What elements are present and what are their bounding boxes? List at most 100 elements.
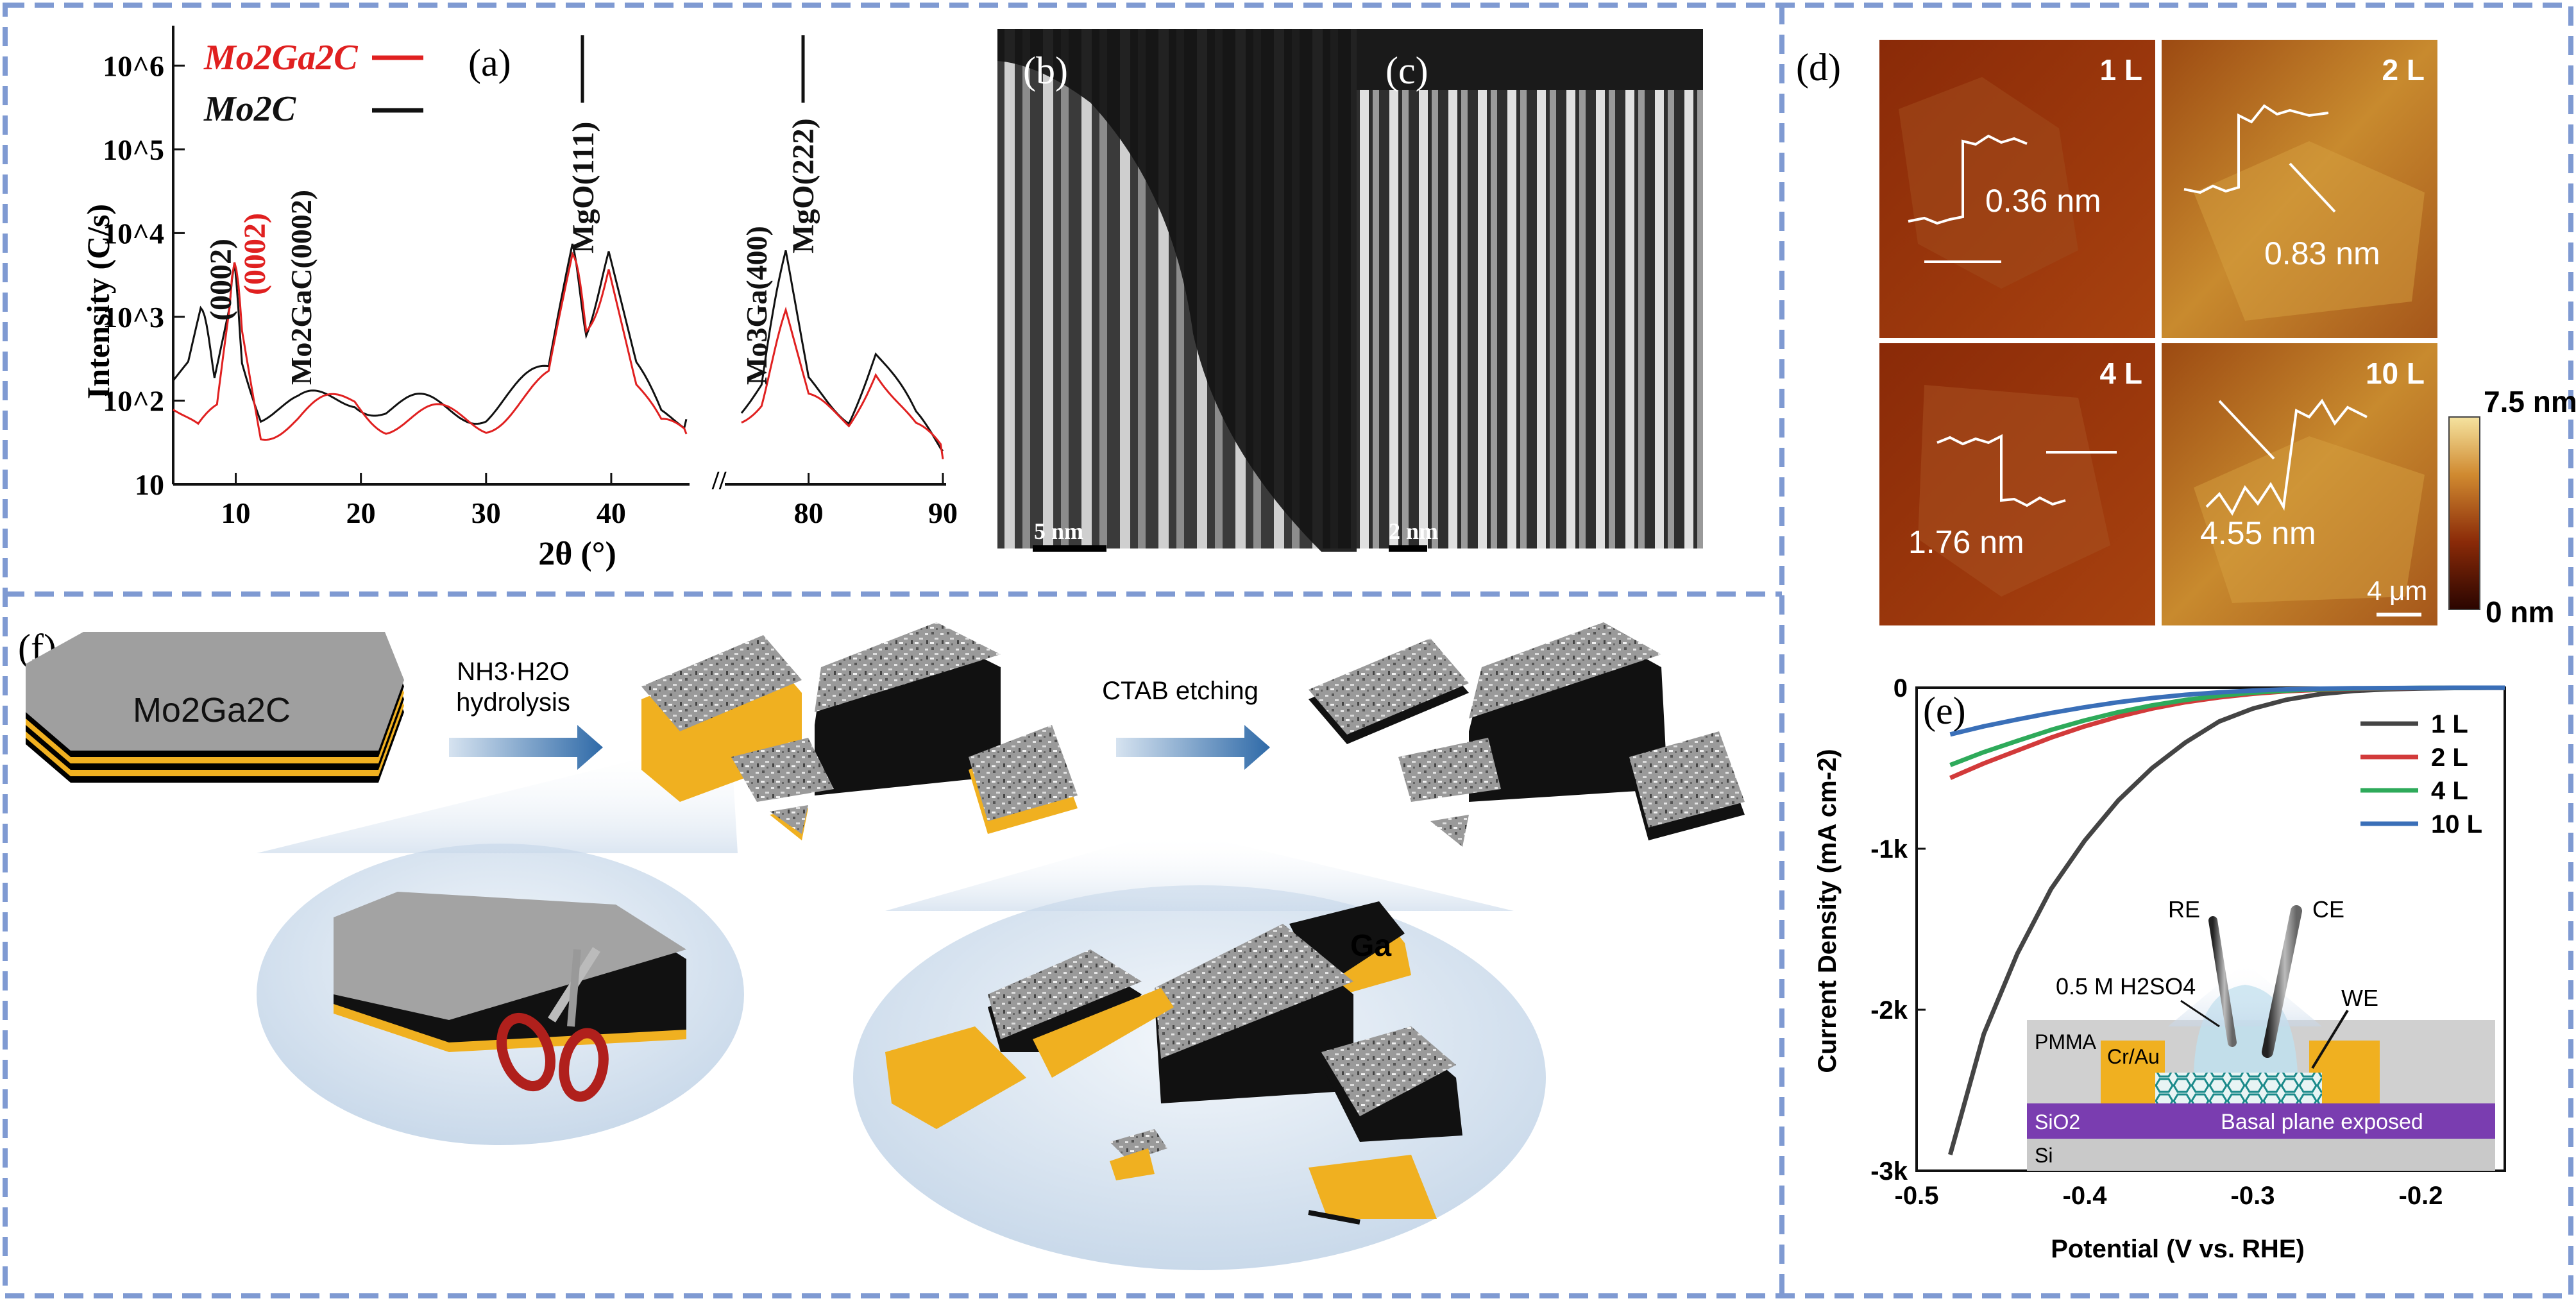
we-pointer (2311, 1009, 2349, 1069)
xrd-y-tick-label: 10^5 (103, 133, 164, 166)
arrow-step2 (1116, 725, 1270, 770)
colorbar-min: 0 nm (2486, 595, 2554, 629)
xrd-y-title: Intensity (C/s) (80, 204, 116, 399)
profile-4l (1936, 434, 2066, 507)
fragments-hydrolyzed (641, 622, 1078, 840)
scissors-icon (496, 1012, 555, 1092)
her-legend-label: 10 L (2431, 810, 2482, 838)
panel-b-letter: (b) (1023, 49, 1068, 92)
step1-reagent: NH3·H2O (457, 658, 570, 686)
device-schematic: RE CE WE 0.5 M H2SO4 PMMA Cr/Au SiO2 Bas… (2027, 896, 2495, 1171)
legend-mo2c: Mo2C (203, 89, 296, 129)
zoom-cone-left (257, 744, 738, 853)
xrd-series-mo2ga2c-seg0 (173, 251, 688, 441)
afm-flake-10l (2194, 436, 2425, 603)
zoom-cone-right (885, 834, 1514, 911)
her-series-4l (1949, 685, 2505, 767)
electrolyte-glow (2168, 962, 2322, 1026)
afm-profiles (1908, 104, 2368, 516)
profile-10l (2205, 398, 2368, 516)
her-x-tick-label: -0.2 (2399, 1182, 2443, 1210)
panel-e-letter: (e) (1923, 690, 1966, 732)
electrode-ce (2262, 905, 2302, 1058)
peak-label-mo2ga2c-0002: (0002) (238, 213, 272, 295)
cutting-illustration (334, 892, 686, 1102)
panel-c-letter: (c) (1385, 49, 1428, 92)
label-re: RE (2168, 896, 2200, 923)
her-x-tick-label: -0.4 (2063, 1182, 2108, 1210)
xrd-x-tick-label: 90 (928, 497, 958, 529)
ga-label: Ga (1350, 929, 1391, 963)
xrd-series-mo2ga2c-seg1 (741, 306, 944, 459)
afm-flake-2l (2194, 141, 2425, 321)
tem-c-top-dark (1357, 29, 1703, 90)
xrd-x-tick-label: 30 (471, 497, 501, 529)
scan-line-10l (2218, 400, 2275, 460)
slab-label: Mo2Ga2C (133, 691, 291, 729)
xrd-x-tick-label: 20 (346, 497, 376, 529)
legend-mo2ga2c: Mo2Ga2C (203, 38, 358, 78)
xrd-x-title: 2θ (°) (538, 536, 616, 572)
afm-scale-label: 4 μm (2367, 575, 2427, 606)
afm-height-2l: 0.83 nm (2264, 235, 2380, 271)
xrd-x-tick-label: 10 (221, 497, 251, 529)
axis-break-mark: // (711, 466, 727, 495)
her-plot (1948, 685, 2505, 1155)
panel-borders (3, 3, 2573, 1298)
xrd-x-tick-label: 80 (794, 497, 824, 529)
flake-exposed (2155, 1073, 2322, 1103)
xrd-y-tick-label: 10^4 (103, 217, 164, 250)
colorbar-max: 7.5 nm (2484, 385, 2576, 418)
her-x-tick-label: -0.5 (1895, 1182, 1939, 1210)
afm-height-1l: 0.36 nm (1985, 183, 2101, 219)
contact-left (2101, 1041, 2165, 1103)
afm-panel: (d) 1 L 2 L 4 L 10 L 0.36 nm 0.83 nm (1796, 40, 2576, 629)
scale-label-b: 5 nm (1034, 518, 1083, 544)
electrode-re (2208, 916, 2237, 1047)
arrow-step1 (449, 725, 603, 770)
tem-b-dark-region (997, 29, 1357, 552)
her-y-tick-label: -3k (1870, 1157, 1908, 1186)
label-electrolyte: 0.5 M H2SO4 (2056, 973, 2196, 999)
her-x-tick-label: -0.3 (2231, 1182, 2275, 1210)
peak-label-mo3ga: Mo3Ga(400) (740, 226, 773, 385)
etching-illustration: Ga (885, 901, 1462, 1225)
xrd-peak-labels: (0002) (0002) Mo2GaC(0002) MgO(111) Mo3G… (204, 35, 820, 385)
electrolyte-pointer (2180, 999, 2220, 1028)
afm-height-4l: 1.76 nm (1908, 524, 2024, 560)
fragments-etched (1309, 622, 1745, 847)
scale-label-c: 2 nm (1389, 518, 1438, 544)
sio2-layer (2027, 1103, 2495, 1139)
label-sio2: SiO2 (2035, 1110, 2080, 1134)
label-we: WE (2341, 985, 2378, 1011)
profile-1l (1908, 134, 2028, 225)
step1-process: hydrolysis (456, 688, 570, 717)
her-y-tick-label: -2k (1870, 996, 1908, 1025)
her-legend-label: 2 L (2431, 744, 2468, 772)
label-basal: Basal plane exposed (2221, 1110, 2423, 1134)
her-panel: (e) -0.5-0.4-0.3-0.20-1k-2k-3k 1 L2 L4 L… (1813, 674, 2506, 1263)
xrd-plot (172, 243, 944, 459)
xrd-y-tick-label: 10^6 (103, 49, 164, 82)
afm-layer-2l: 2 L (2382, 53, 2425, 87)
xrd-x-tick-label: 40 (597, 497, 626, 529)
afm-height-10l: 4.55 nm (2200, 515, 2316, 551)
afm-flake-4l (1918, 385, 2110, 597)
xrd-series-mo2c-seg0 (172, 243, 688, 430)
profile-2l (2183, 104, 2329, 194)
mo2ga2c-slab: Mo2Ga2C (26, 632, 404, 783)
afm-layer-10l: 10 L (2366, 357, 2425, 390)
peak-label-mo2gac: Mo2GaC(0002) (285, 190, 318, 385)
tem-images: (b) (c) 5 nm 2 nm (997, 29, 1703, 552)
afm-colorbar (2448, 416, 2480, 610)
her-y-tick-label: -1k (1870, 835, 1908, 863)
label-pmma: PMMA (2035, 1030, 2097, 1053)
label-ce: CE (2312, 896, 2344, 923)
her-series-2l (1949, 685, 2505, 780)
xrd-y-tick-label: 10^3 (103, 301, 164, 334)
her-legend: 1 L2 L4 L10 L (2360, 710, 2482, 838)
xrd-legend: Mo2Ga2C Mo2C (203, 38, 423, 129)
tem-image-c (1357, 29, 1703, 548)
